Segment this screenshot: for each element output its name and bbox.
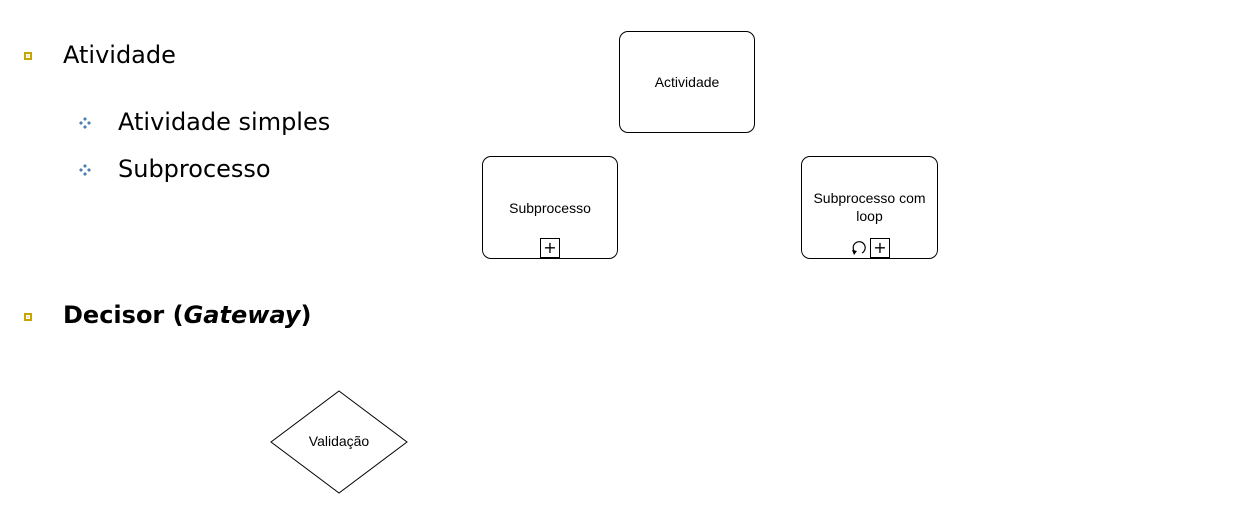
subprocess-shape: Subprocesso + bbox=[482, 156, 618, 259]
expand-plus-icon: + bbox=[540, 238, 560, 258]
gateway-label: Validação bbox=[308, 433, 370, 449]
heading-decisor: Decisor (Gateway) bbox=[63, 300, 311, 330]
decisor-gateway-italic: Gateway bbox=[183, 301, 301, 329]
gateway-diamond bbox=[270, 390, 408, 494]
bullet-subprocesso: Subprocesso bbox=[118, 155, 271, 183]
expand-plus-icon: + bbox=[870, 238, 890, 258]
activity-shape: Actividade bbox=[619, 31, 755, 133]
square-bullet-icon bbox=[24, 313, 32, 321]
subprocess-label: Subprocesso bbox=[509, 200, 591, 216]
heading-atividade: Atividade bbox=[63, 41, 176, 69]
bullet-atividade-simples: Atividade simples bbox=[118, 108, 331, 136]
diamond-cluster-icon bbox=[79, 164, 91, 176]
diamond-cluster-icon bbox=[79, 117, 91, 129]
square-bullet-icon bbox=[24, 52, 32, 60]
activity-label: Actividade bbox=[654, 74, 720, 90]
subprocess-loop-label: Subprocesso com loop bbox=[813, 190, 926, 224]
subprocess-loop-shape: Subprocesso com loop + bbox=[801, 156, 938, 259]
loop-icon bbox=[852, 241, 866, 255]
decisor-suffix: ) bbox=[300, 301, 312, 329]
decisor-prefix: Decisor ( bbox=[63, 301, 184, 329]
